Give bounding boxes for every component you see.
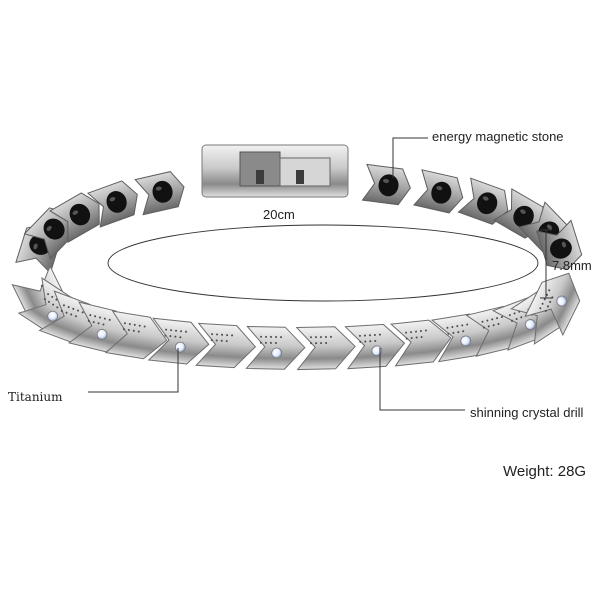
crystal-label: shinning crystal drill (470, 405, 584, 420)
leader-crystal (379, 348, 465, 411)
leader-lines (88, 137, 465, 411)
magnet-stone (106, 191, 127, 213)
weight-label: Weight: 28G (503, 463, 587, 480)
crystal (556, 295, 568, 307)
magnet-stone (431, 181, 452, 204)
back-link (361, 163, 411, 206)
crystal (460, 335, 472, 347)
back-link (535, 219, 583, 271)
clasp (201, 144, 349, 198)
bracelet-front-band (11, 264, 581, 371)
front-link (195, 322, 257, 369)
front-link (104, 310, 168, 360)
crystal (96, 329, 108, 340)
back-link (86, 180, 138, 228)
crystal (47, 310, 59, 322)
height-dimension-bracket (540, 229, 552, 299)
front-link (344, 323, 406, 370)
bracelet-back-band (15, 163, 583, 275)
back-link (134, 171, 185, 216)
back-link (23, 207, 76, 260)
energy-stone-label: energy magnetic stone (432, 129, 564, 144)
magnet-stone (43, 218, 65, 240)
magnet-stone (550, 238, 572, 259)
front-link (389, 319, 452, 367)
magnet-stone (152, 180, 173, 203)
magnet-stone (69, 203, 91, 226)
back-link (49, 192, 100, 244)
material-label: Titanium (8, 390, 63, 404)
width-dimension-ellipse (107, 224, 539, 302)
crystal (525, 319, 536, 330)
magnet-stone (477, 192, 498, 215)
crystal (371, 345, 383, 357)
front-link (524, 272, 581, 337)
back-link (413, 169, 464, 214)
front-link (295, 326, 356, 371)
leader-energy-stone (392, 137, 428, 178)
height-label: 7.8mm (552, 258, 592, 273)
back-link (457, 177, 509, 225)
crystal (271, 347, 283, 359)
width-label: 20cm (263, 207, 295, 222)
magnet-stone (513, 205, 534, 228)
leader-titanium (88, 348, 179, 393)
front-link (245, 325, 306, 370)
